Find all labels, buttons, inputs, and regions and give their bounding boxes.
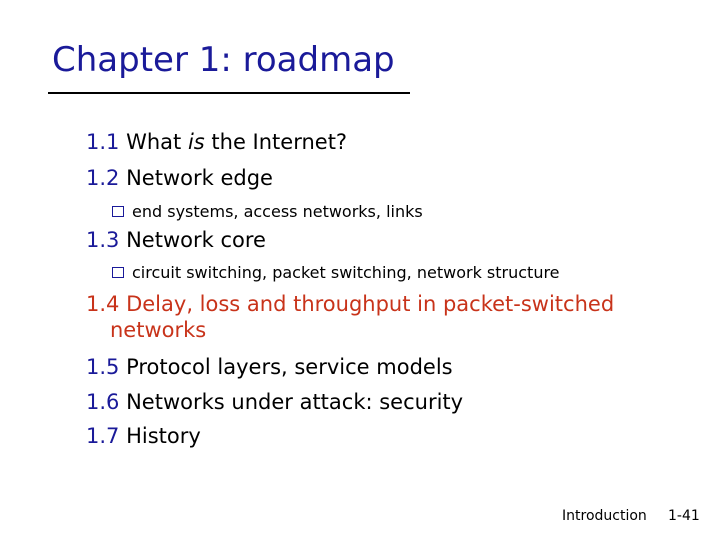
roadmap-item-1-4: 1.4 Delay, loss and throughput in packet… bbox=[86, 292, 614, 316]
roadmap-item-1-3: 1.3 Network core bbox=[86, 228, 266, 252]
roadmap-item-1-2: 1.2 Network edge bbox=[86, 166, 273, 190]
roadmap-item-1-5: 1.5 Protocol layers, service models bbox=[86, 355, 453, 379]
item-text: Network core bbox=[126, 228, 266, 252]
item-text: History bbox=[126, 424, 201, 448]
sub-item-switching: circuit switching, packet switching, net… bbox=[112, 263, 560, 282]
roadmap-item-1-4-continued: networks bbox=[110, 318, 206, 342]
roadmap-item-1-6: 1.6 Networks under attack: security bbox=[86, 390, 463, 414]
roadmap-item-1-7: 1.7 History bbox=[86, 424, 201, 448]
item-text-pre: What bbox=[126, 130, 188, 154]
slide-title: Chapter 1: roadmap bbox=[52, 40, 395, 80]
footer-page-number: 1-41 bbox=[668, 508, 700, 524]
item-number: 1.1 bbox=[86, 130, 120, 154]
item-text: Network edge bbox=[126, 166, 273, 190]
item-text: Networks under attack: security bbox=[126, 390, 464, 414]
square-bullet-icon bbox=[112, 267, 124, 278]
item-number: 1.7 bbox=[86, 424, 120, 448]
roadmap-item-1-1: 1.1 What is the Internet? bbox=[86, 130, 347, 154]
footer-section: Introduction bbox=[562, 508, 647, 524]
item-text-em: is bbox=[187, 130, 205, 154]
sub-item-end-systems: end systems, access networks, links bbox=[112, 202, 423, 221]
item-text: Delay, loss and throughput in packet-swi… bbox=[126, 292, 615, 316]
item-number: 1.3 bbox=[86, 228, 120, 252]
sub-item-text: end systems, access networks, links bbox=[132, 202, 423, 221]
item-text: Protocol layers, service models bbox=[126, 355, 453, 379]
item-number: 1.5 bbox=[86, 355, 120, 379]
item-text-cont: networks bbox=[110, 318, 207, 342]
item-number: 1.4 bbox=[86, 292, 120, 316]
title-underline bbox=[48, 92, 410, 94]
item-number: 1.2 bbox=[86, 166, 120, 190]
item-number: 1.6 bbox=[86, 390, 120, 414]
item-text-post: the Internet? bbox=[204, 130, 348, 154]
square-bullet-icon bbox=[112, 206, 124, 217]
sub-item-text: circuit switching, packet switching, net… bbox=[132, 263, 560, 282]
